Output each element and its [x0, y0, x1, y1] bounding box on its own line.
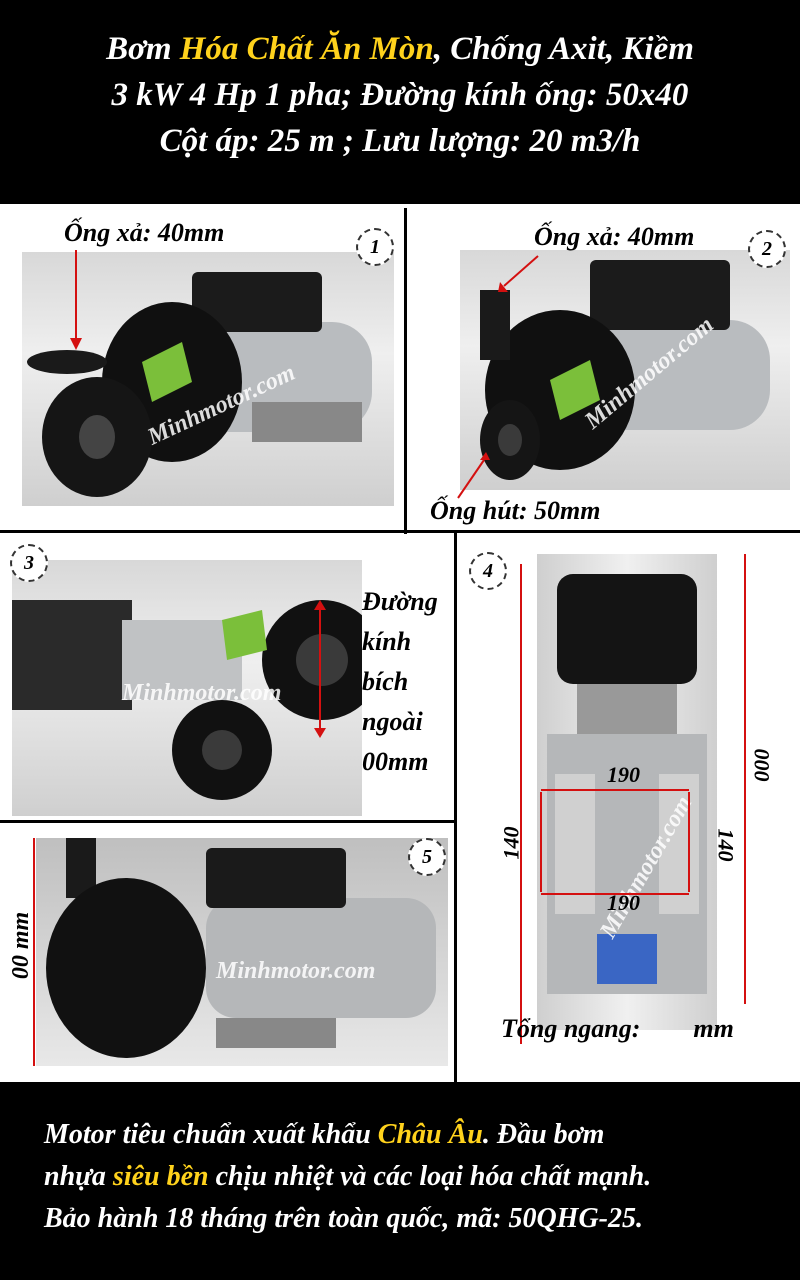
side-right-label: 140 [713, 828, 739, 862]
footer-line-1-post: . Đầu bơm [482, 1119, 605, 1150]
footer-line-1: Motor tiêu chuẩn xuất khẩu Châu Âu. Đầu … [0, 1114, 800, 1156]
panel-4: Minhmotor.com 190 190 140 140 000 Tổng n… [457, 534, 800, 1082]
header-line-1-pre: Bơm [106, 31, 180, 67]
flange-label-3: Đường kính bích ngoài 00mm [362, 582, 438, 782]
discharge-label-2: Ống xả: 40mm [534, 222, 695, 251]
panel-3: Minhmotor.com Đường kính bích ngoài 00mm… [0, 534, 454, 820]
header-banner: Bơm Hóa Chất Ăn Mòn, Chống Axit, Kiềm 3 … [0, 0, 800, 204]
badge-4: 4 [469, 552, 507, 590]
divider-h-mid [0, 820, 455, 823]
dimension-line-5 [33, 838, 35, 1066]
panel-5: Minhmotor.com 00 mm 5 [0, 824, 454, 1082]
flange-label-line-2: kính [362, 627, 412, 656]
footer-line-2: nhựa siêu bền chịu nhiệt và các loại hóa… [0, 1156, 800, 1198]
total-width-unit: mm [693, 1014, 734, 1043]
side-left-label: 140 [498, 826, 524, 860]
pump-illustration-3 [12, 600, 362, 800]
divider-h-top [0, 530, 800, 533]
footer-highlight-2: siêu bền [112, 1161, 209, 1192]
total-width-label: Tổng ngang: mm [501, 1014, 734, 1044]
badge-2: 2 [748, 230, 786, 268]
panel-1: Minhmotor.com Ống xả: 40mm 1 [0, 212, 404, 530]
pump-illustration-1 [27, 272, 372, 497]
divider-v-top [404, 208, 407, 534]
discharge-label-1: Ống xả: 40mm [64, 218, 225, 247]
pump-photo-1: Minhmotor.com [22, 252, 394, 506]
arrows-2 [457, 255, 539, 499]
flange-label-line-5: 00mm [362, 747, 429, 776]
suction-label-2: Ống hút: 50mm [430, 496, 601, 525]
panel-2: Minhmotor.com Ống xả: 40mm Ống hút: 50mm… [408, 212, 800, 530]
badge-3: 3 [10, 544, 48, 582]
flange-label-line-4: ngoài [362, 707, 423, 736]
flange-label-line-3: bích [362, 667, 409, 696]
divider-v-mid [454, 533, 457, 1082]
watermark-3: Minhmotor.com [122, 680, 282, 706]
pump-photo-5: Minhmotor.com [36, 838, 448, 1066]
dimension-lines-4 [520, 554, 746, 1044]
arrow-discharge-1 [70, 250, 82, 350]
watermark-5: Minhmotor.com [216, 958, 376, 984]
total-width-text: Tổng ngang: [501, 1014, 641, 1043]
footer-line-2-pre: nhựa [44, 1161, 113, 1192]
footer-line-2-post: chịu nhiệt và các loại hóa chất mạnh. [208, 1161, 652, 1192]
flange-dimension-3 [314, 600, 326, 738]
pump-photo-4: Minhmotor.com [537, 554, 717, 1030]
header-line-1-post: , Chống Axit, Kiềm [433, 31, 694, 67]
header-highlight: Hóa Chất Ăn Mòn [179, 31, 434, 67]
header-line-1: Bơm Hóa Chất Ăn Mòn, Chống Axit, Kiềm [0, 26, 800, 72]
width-top-label: 190 [607, 762, 640, 787]
pump-illustration-2 [480, 260, 770, 480]
header-line-3: Cột áp: 25 m ; Lưu lượng: 20 m3/h [159, 123, 641, 159]
footer-highlight-1: Châu Âu [377, 1119, 483, 1150]
width-bottom-label: 190 [607, 890, 640, 915]
height-label-4: 000 [749, 748, 775, 782]
badge-1: 1 [356, 228, 394, 266]
footer-line-1-pre: Motor tiêu chuẩn xuất khẩu [44, 1119, 378, 1150]
pump-illustration-4 [547, 574, 707, 994]
footer-banner: Motor tiêu chuẩn xuất khẩu Châu Âu. Đầu … [0, 1082, 800, 1280]
flange-label-line-1: Đường [362, 587, 438, 616]
pump-photo-3: Minhmotor.com [12, 560, 362, 816]
pump-illustration-5 [46, 838, 436, 1058]
header-line-2: 3 kW 4 Hp 1 pha; Đường kính ống: 50x40 [111, 77, 689, 113]
pump-photo-2: Minhmotor.com [460, 250, 790, 490]
footer-line-3: Bảo hành 18 tháng trên toàn quốc, mã: 50… [44, 1203, 643, 1234]
badge-5: 5 [408, 838, 446, 876]
height-label-5: 00 mm [8, 911, 35, 980]
